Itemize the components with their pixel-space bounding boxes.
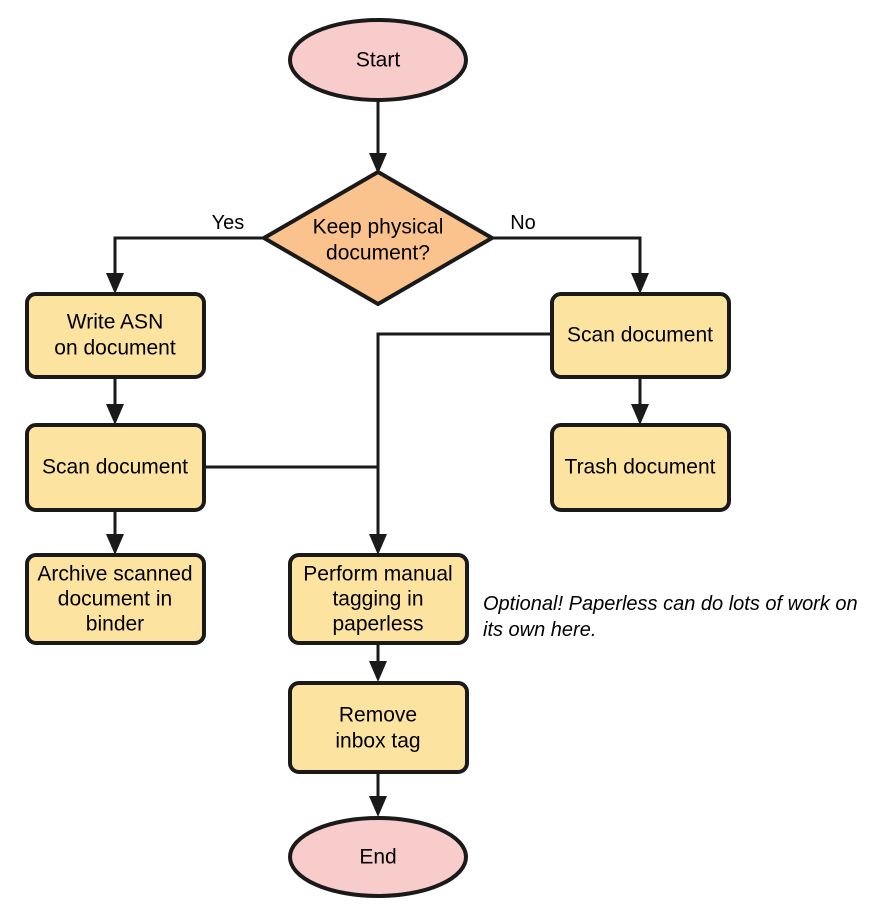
remove-inbox-label-line2: inbox tag — [335, 730, 420, 753]
start-label: Start — [356, 49, 401, 72]
node-remove-inbox-tag[interactable]: Remove inbox tag — [288, 681, 469, 774]
edge-tagging-to-removeinbox — [369, 643, 387, 682]
scan-document-left-label: Scan document — [42, 456, 188, 479]
scan-document-right-label: Scan document — [567, 324, 713, 347]
trash-document-label: Trash document — [565, 456, 716, 479]
edge-decision-no — [493, 236, 649, 294]
remove-inbox-box — [288, 681, 469, 774]
annotation-line2: its own here. — [483, 619, 596, 641]
write-asn-label-line1: Write ASN — [67, 311, 163, 334]
node-trash-document[interactable]: Trash document — [550, 423, 731, 512]
decision-label-line1: Keep physical — [313, 216, 444, 239]
write-asn-label-line2: on document — [54, 337, 176, 360]
scan-document-left-box — [25, 423, 206, 512]
archive-label-line2: document in — [58, 588, 172, 611]
archive-label-line3: binder — [86, 613, 144, 636]
remove-inbox-label-line1: Remove — [339, 704, 417, 727]
edge-scanright-to-trash — [631, 377, 649, 425]
edge-scanleft-to-archive — [106, 510, 124, 555]
trash-document-box — [550, 423, 731, 512]
edge-removeinbox-to-end — [369, 772, 387, 817]
node-write-asn-on-document[interactable]: Write ASN on document — [25, 292, 206, 379]
node-decision-keep-physical-document[interactable]: Keep physical document? — [262, 170, 494, 306]
edge-label-yes: Yes — [212, 212, 245, 234]
edge-decision-yes — [106, 236, 263, 294]
tagging-label-line2: tagging in — [332, 588, 423, 611]
annotation-line1: Optional! Paperless can do lots of work … — [483, 593, 858, 615]
decision-diamond — [262, 170, 494, 306]
tagging-label-line1: Perform manual — [303, 563, 452, 586]
edge-label-no: No — [510, 212, 536, 234]
start-ellipse — [288, 18, 468, 102]
annotation-optional-paperless: Optional! Paperless can do lots of work … — [483, 593, 858, 641]
scan-document-right-box — [550, 292, 731, 379]
archive-box — [25, 553, 206, 645]
edge-writeasn-to-scanleft — [106, 377, 124, 425]
end-ellipse — [288, 816, 468, 898]
node-perform-manual-tagging[interactable]: Perform manual tagging in paperless — [288, 553, 469, 645]
node-scan-document-right[interactable]: Scan document — [550, 292, 731, 379]
tagging-label-line3: paperless — [332, 613, 423, 636]
node-end[interactable]: End — [288, 816, 468, 898]
node-scan-document-left[interactable]: Scan document — [25, 423, 206, 512]
edge-start-to-decision — [369, 101, 387, 174]
decision-label-line2: document? — [326, 242, 430, 265]
edge-scanright-to-tagging — [369, 332, 551, 555]
node-start[interactable]: Start — [288, 18, 468, 102]
node-archive-scanned-document[interactable]: Archive scanned document in binder — [25, 553, 206, 645]
end-label: End — [359, 846, 396, 869]
tagging-box — [288, 553, 469, 645]
write-asn-box — [25, 292, 206, 379]
archive-label-line1: Archive scanned — [37, 563, 192, 586]
